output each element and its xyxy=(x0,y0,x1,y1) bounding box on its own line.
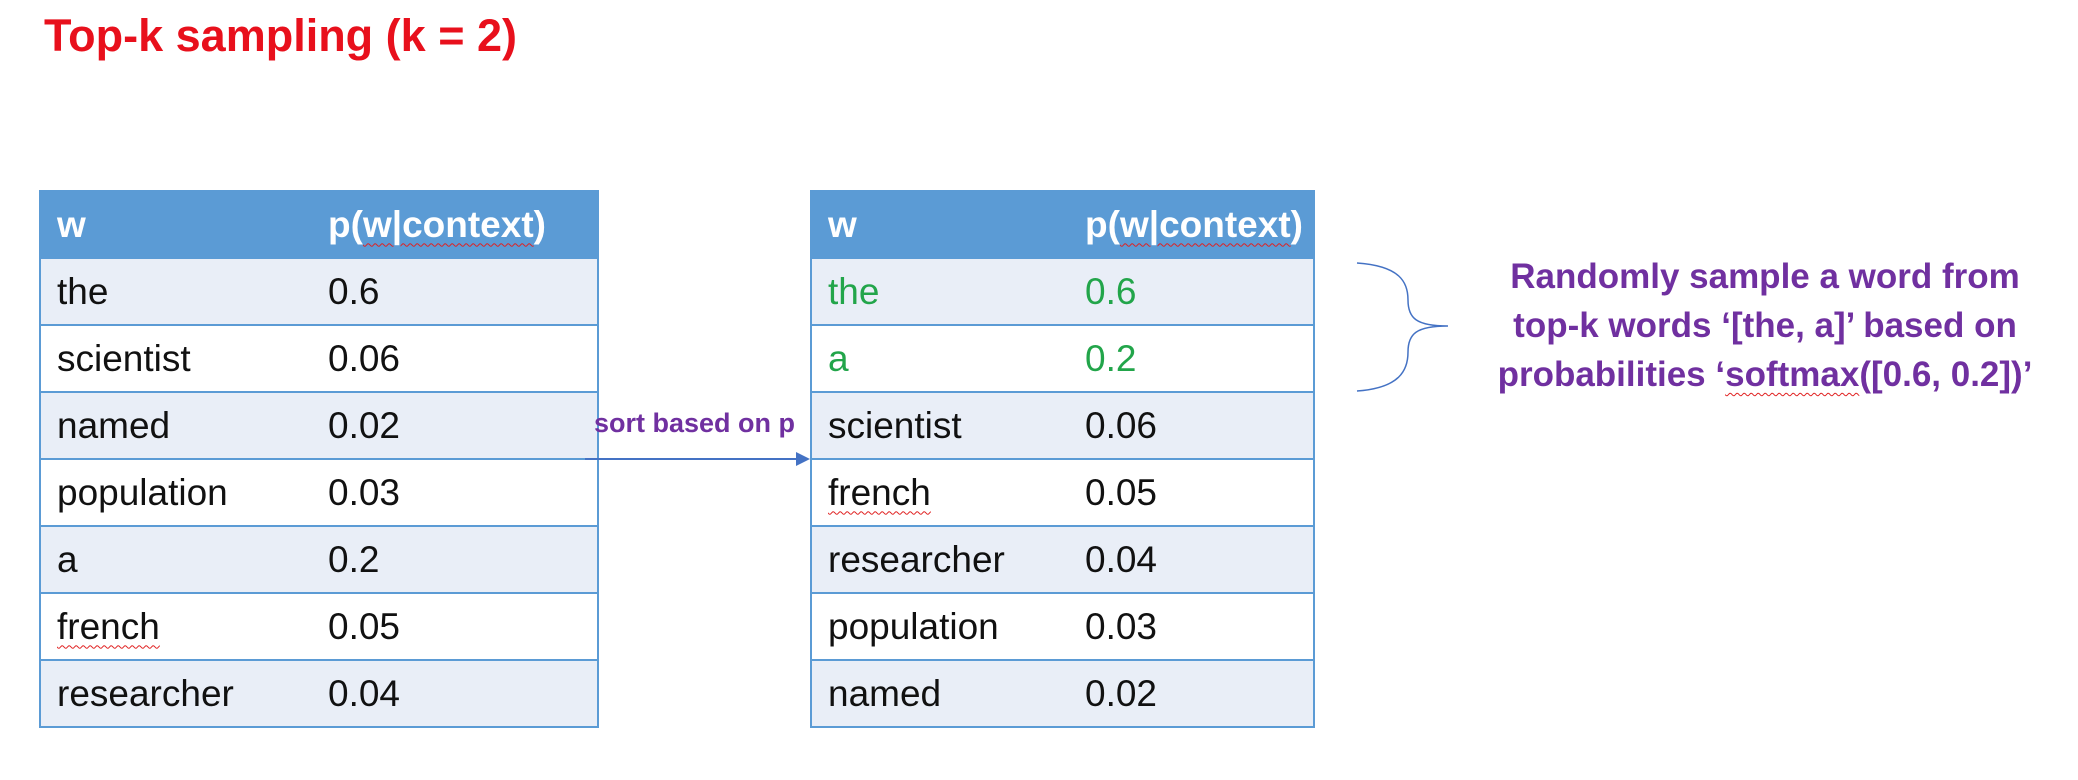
word-cell: a xyxy=(40,525,312,593)
word-cell: scientist xyxy=(40,324,312,392)
sampling-explanation: Randomly sample a word from top-k words … xyxy=(1470,252,2060,399)
note-line-3: probabilities ‘softmax([0.6, 0.2])’ xyxy=(1470,350,2060,399)
probability-cell: 0.02 xyxy=(1069,659,1314,727)
word-cell: researcher xyxy=(40,659,312,727)
table-row: population 0.03 xyxy=(40,458,598,526)
probability-cell: 0.03 xyxy=(1069,592,1314,660)
table-row: scientist 0.06 xyxy=(811,391,1314,459)
table-row: researcher 0.04 xyxy=(811,525,1314,593)
arrow-head-icon xyxy=(796,452,810,466)
table-row-top-k: the 0.6 xyxy=(811,257,1314,325)
word-text: french xyxy=(57,605,160,647)
header-word: w xyxy=(40,191,312,258)
note-softmax: softmax xyxy=(1725,355,1860,394)
table-row: french 0.05 xyxy=(40,592,598,660)
table-row: french 0.05 xyxy=(811,458,1314,526)
word-cell: the xyxy=(811,257,1069,325)
table-row: the 0.6 xyxy=(40,257,598,325)
diagram-title: Top-k sampling (k = 2) xyxy=(44,10,517,61)
word-cell: a xyxy=(811,324,1069,392)
probability-cell: 0.04 xyxy=(1069,525,1314,593)
table-header-row: w p(w|context) xyxy=(811,191,1314,258)
word-cell: named xyxy=(811,659,1069,727)
word-cell: the xyxy=(40,257,312,325)
header-probability: p(w|context) xyxy=(1069,191,1314,258)
table-row: researcher 0.04 xyxy=(40,659,598,727)
note-line-2: top-k words ‘[the, a]’ based on xyxy=(1513,306,2017,345)
header-word: w xyxy=(811,191,1069,258)
probability-cell: 0.05 xyxy=(312,592,598,660)
table-header-row: w p(w|context) xyxy=(40,191,598,258)
word-text: french xyxy=(828,471,931,513)
curly-brace-icon xyxy=(1356,262,1449,392)
probability-cell: 0.03 xyxy=(312,458,598,526)
probability-cell: 0.06 xyxy=(1069,391,1314,459)
probability-cell: 0.02 xyxy=(312,391,598,459)
probability-cell: 0.2 xyxy=(312,525,598,593)
sort-arrow xyxy=(585,452,810,466)
sort-arrow-label: sort based on p xyxy=(594,408,796,438)
probability-cell: 0.06 xyxy=(312,324,598,392)
table-row: scientist 0.06 xyxy=(40,324,598,392)
table-row-top-k: a 0.2 xyxy=(811,324,1314,392)
note-line-3-prefix: probabilities ‘ xyxy=(1497,355,1726,394)
probability-cell: 0.6 xyxy=(312,257,598,325)
word-cell: researcher xyxy=(811,525,1069,593)
probability-cell: 0.04 xyxy=(312,659,598,727)
table-row: a 0.2 xyxy=(40,525,598,593)
word-cell: french xyxy=(811,458,1069,526)
unsorted-probability-table: w p(w|context) the 0.6 scientist 0.06 na… xyxy=(39,190,599,728)
table-row: named 0.02 xyxy=(811,659,1314,727)
word-cell: population xyxy=(811,592,1069,660)
word-cell: population xyxy=(40,458,312,526)
header-probability: p(w|context) xyxy=(312,191,598,258)
table-row: named 0.02 xyxy=(40,391,598,459)
word-cell: french xyxy=(40,592,312,660)
table-row: population 0.03 xyxy=(811,592,1314,660)
probability-cell: 0.2 xyxy=(1069,324,1314,392)
word-cell: scientist xyxy=(811,391,1069,459)
sorted-probability-table: w p(w|context) the 0.6 a 0.2 scientist 0… xyxy=(810,190,1315,728)
note-line-3-suffix: ([0.6, 0.2])’ xyxy=(1859,355,2033,394)
word-cell: named xyxy=(40,391,312,459)
probability-cell: 0.05 xyxy=(1069,458,1314,526)
note-line-1: Randomly sample a word from xyxy=(1510,257,2020,296)
probability-cell: 0.6 xyxy=(1069,257,1314,325)
